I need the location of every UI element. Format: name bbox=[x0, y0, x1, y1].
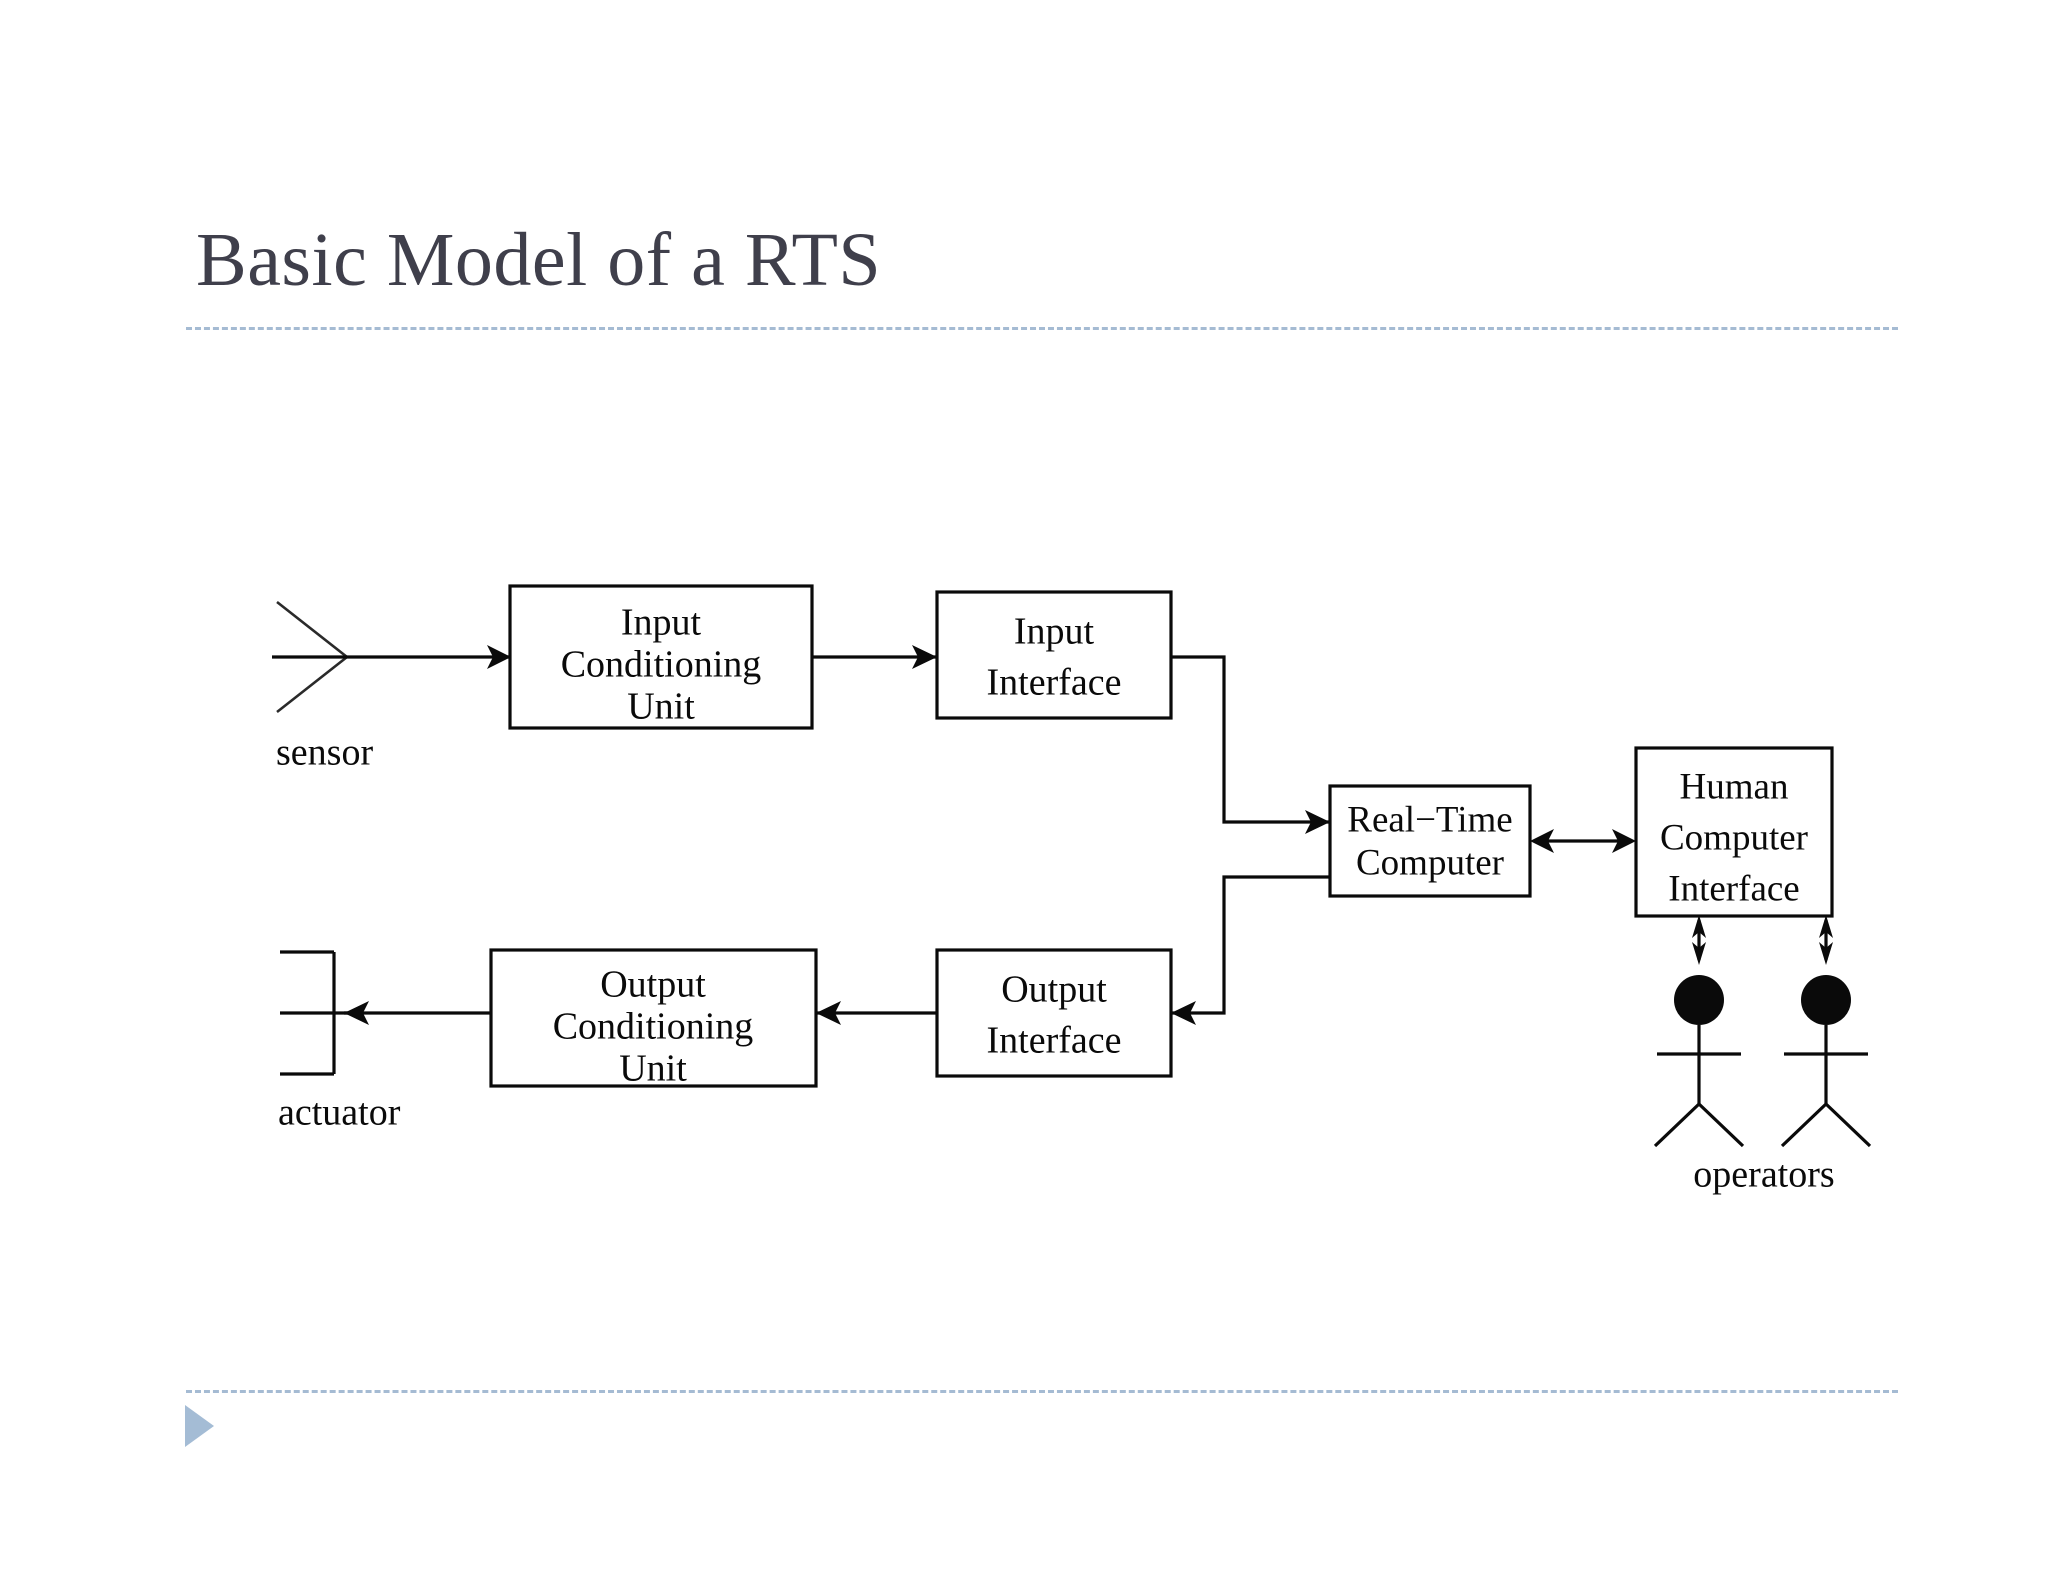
sensor-symbol bbox=[272, 600, 511, 714]
arrowhead-icon bbox=[1305, 810, 1330, 834]
hci-line-3: Interface bbox=[1668, 868, 1799, 909]
icu-line-1: Input bbox=[621, 602, 702, 644]
operator-figure-2 bbox=[1780, 975, 1872, 1148]
arrowhead-icon bbox=[487, 645, 511, 669]
arrowhead-icon bbox=[912, 645, 937, 669]
arrowhead-icon bbox=[1530, 829, 1554, 853]
edge-hci-to-operators bbox=[1692, 915, 1833, 965]
icu-line-2: Conditioning bbox=[561, 644, 762, 686]
input-if-line-2: Interface bbox=[987, 662, 1122, 704]
operator-link-1 bbox=[1692, 915, 1706, 965]
hci-line-1: Human bbox=[1680, 766, 1789, 807]
arrowhead-icon bbox=[1692, 915, 1706, 938]
arrowhead-icon bbox=[816, 1001, 841, 1025]
arrowhead-icon bbox=[1819, 942, 1833, 965]
actuator-symbol bbox=[280, 950, 360, 1076]
edge-icu-to-input-interface bbox=[812, 645, 937, 669]
ocu-line-2: Conditioning bbox=[553, 1006, 754, 1048]
node-input-interface[interactable]: Input Interface bbox=[935, 590, 1173, 720]
rtc-line-2: Computer bbox=[1356, 842, 1504, 883]
arrowhead-icon bbox=[1171, 1001, 1196, 1025]
edge-rtc-to-output-interface bbox=[1171, 875, 1330, 1025]
arrowhead-icon bbox=[1692, 942, 1706, 965]
operator-link-2 bbox=[1819, 915, 1833, 965]
sensor-caption: sensor bbox=[276, 732, 373, 774]
title-block: Basic Model of a RTS bbox=[196, 212, 1896, 308]
node-input-conditioning-unit[interactable]: Input Conditioning Unit bbox=[508, 584, 814, 730]
page-title: Basic Model of a RTS bbox=[196, 218, 882, 302]
operator-figure-1 bbox=[1653, 975, 1745, 1148]
title-divider-rule bbox=[186, 327, 1898, 330]
node-real-time-computer[interactable]: Real−Time Computer bbox=[1328, 784, 1532, 898]
node-output-conditioning-unit[interactable]: Output Conditioning Unit bbox=[489, 948, 818, 1090]
arrowhead-icon bbox=[1819, 915, 1833, 938]
footer-divider-rule bbox=[186, 1390, 1898, 1393]
operators-caption: operators bbox=[1693, 1154, 1834, 1196]
ocu-line-1: Output bbox=[600, 964, 706, 1006]
icu-line-3: Unit bbox=[627, 686, 695, 728]
arrowhead-icon bbox=[1612, 829, 1636, 853]
hci-line-2: Computer bbox=[1660, 817, 1808, 858]
edge-input-interface-to-rtc bbox=[1171, 655, 1330, 834]
edge-rtc-to-hci bbox=[1530, 829, 1636, 853]
advance-slide-triangle-icon[interactable] bbox=[185, 1405, 214, 1447]
ocu-line-3: Unit bbox=[619, 1048, 687, 1090]
output-if-line-1: Output bbox=[1001, 969, 1107, 1011]
output-if-line-2: Interface bbox=[987, 1020, 1122, 1062]
rtc-line-1: Real−Time bbox=[1347, 799, 1512, 840]
node-human-computer-interface[interactable]: Human Computer Interface bbox=[1634, 746, 1834, 918]
node-output-interface[interactable]: Output Interface bbox=[935, 948, 1173, 1078]
edge-ocu-to-actuator bbox=[344, 1001, 491, 1025]
edge-output-interface-to-ocu bbox=[816, 1001, 937, 1025]
input-if-line-1: Input bbox=[1014, 611, 1095, 653]
actuator-caption: actuator bbox=[278, 1092, 401, 1134]
